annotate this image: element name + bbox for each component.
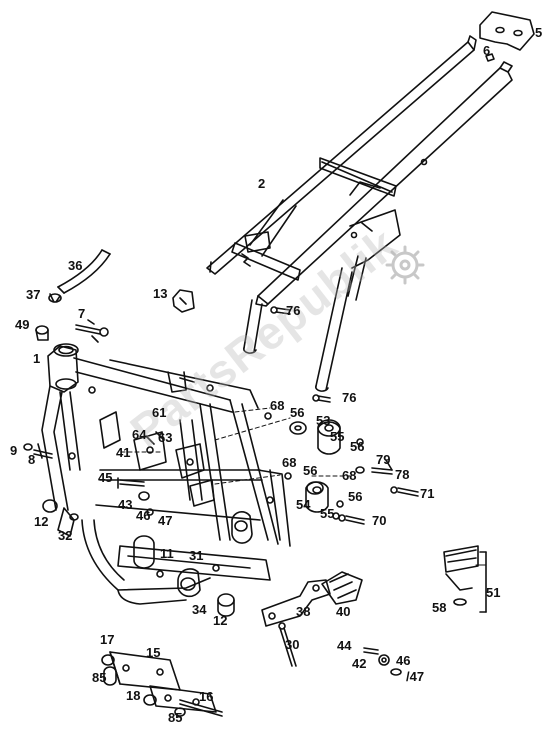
callout-label: 46 <box>136 508 151 523</box>
callout-label: 42 <box>352 656 367 671</box>
callout-label: 31 <box>189 548 204 563</box>
small-hardware-right <box>264 306 419 525</box>
engine-mount-plates <box>101 651 223 717</box>
callout-label: 68 <box>282 455 297 470</box>
callout-label: 41 <box>116 445 131 460</box>
callout-label: 85 <box>168 710 183 725</box>
clip-part-13 <box>172 289 195 313</box>
callout-label: 53 <box>316 413 331 428</box>
callout-label: 43 <box>118 497 133 512</box>
callout-label: 49 <box>15 317 30 332</box>
callout-label: 54 <box>296 497 311 512</box>
callout-label: 56 <box>348 489 363 504</box>
hose-part-36 <box>57 249 111 294</box>
callout-label: 36 <box>68 258 83 273</box>
callout-label: /47 <box>406 669 425 684</box>
callout-label: 17 <box>100 632 115 647</box>
callout-label: 68 <box>342 468 357 483</box>
rear-subframe-part <box>206 35 513 392</box>
callout-label: 8 <box>28 452 36 467</box>
callout-label: 37 <box>26 287 41 302</box>
callout-label: 47 <box>158 513 173 528</box>
callout-label: 11 <box>160 546 174 561</box>
callout-label: 6 <box>483 43 491 58</box>
callout-label: 56 <box>290 405 305 420</box>
footpad-part-51 <box>443 545 487 613</box>
assembly-guide-lines <box>119 407 353 485</box>
callout-label: 46 <box>396 653 411 668</box>
callout-label: 5 <box>535 25 543 40</box>
callout-label: 44 <box>337 638 352 653</box>
callout-label: 2 <box>258 176 266 191</box>
callout-label: 13 <box>153 286 168 301</box>
callout-label: 56 <box>303 463 318 478</box>
callout-label: 12 <box>34 514 49 529</box>
callout-label: 55 <box>330 429 345 444</box>
callout-label: 63 <box>158 430 173 445</box>
screw-part-6 <box>485 53 495 62</box>
callout-label: 68 <box>270 398 285 413</box>
callout-label: 16 <box>199 689 214 704</box>
callout-label: 40 <box>336 604 351 619</box>
callout-label: 51 <box>486 585 501 600</box>
callout-label: 79 <box>376 452 391 467</box>
callout-label: 85 <box>92 670 107 685</box>
bushing-part-34 <box>217 593 235 617</box>
callout-label: 76 <box>342 390 357 405</box>
small-hardware-lower-right <box>363 647 402 676</box>
callout-label: 1 <box>33 351 41 366</box>
small-hardware-left <box>23 431 165 521</box>
callout-label: 45 <box>98 470 113 485</box>
callout-label: 76 <box>286 303 301 318</box>
callout-label: 38 <box>296 604 311 619</box>
callout-label: 7 <box>78 306 86 321</box>
callout-label: 15 <box>146 645 161 660</box>
callout-label: 58 <box>432 600 447 615</box>
callout-label: 18 <box>126 688 141 703</box>
callout-label: 30 <box>285 637 300 652</box>
callout-label: 56 <box>350 439 365 454</box>
callout-label: 55 <box>320 506 335 521</box>
clip-part-37 <box>48 293 62 303</box>
gear-icon <box>385 245 425 285</box>
footrest-bracket-part <box>261 571 363 667</box>
rear-bracket-part <box>479 11 535 51</box>
callout-label: 9 <box>10 443 18 458</box>
callout-label: 34 <box>192 602 207 617</box>
callout-label: 12 <box>213 613 228 628</box>
callout-label: 78 <box>395 467 410 482</box>
bolt-part-7 <box>75 319 109 343</box>
callout-label: 32 <box>58 528 73 543</box>
callout-label: 61 <box>152 405 167 420</box>
callout-label: 71 <box>420 486 435 501</box>
main-frame-part <box>41 343 291 605</box>
grommet-part-49 <box>35 325 49 341</box>
callout-label: 70 <box>372 513 387 528</box>
callout-label: 64 <box>132 427 147 442</box>
